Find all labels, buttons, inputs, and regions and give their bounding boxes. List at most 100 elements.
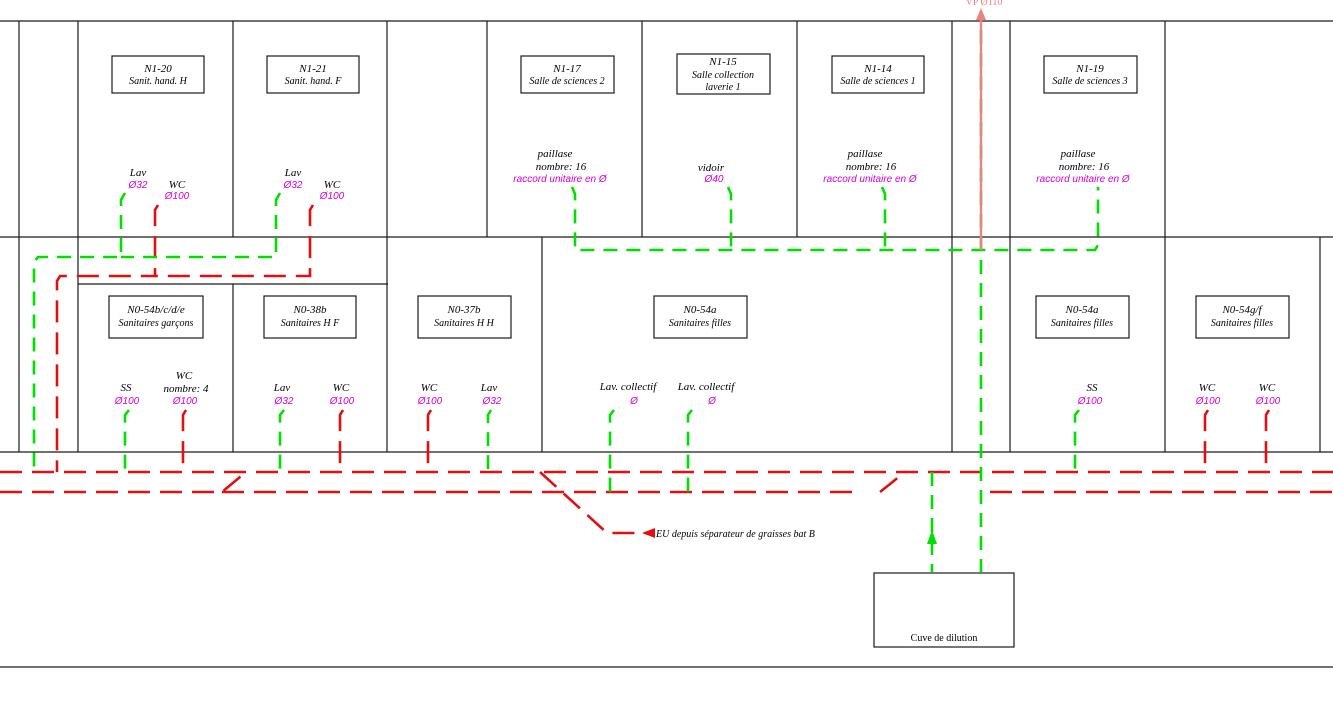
fixture-diameter: Ø40: [704, 174, 724, 185]
fixture-diameter: Ø32: [283, 180, 303, 191]
fixture-wc-n1-20: WC Ø100: [164, 179, 190, 202]
fixture-label: Lav: [129, 167, 147, 179]
fixture-count: nombre: 16: [536, 161, 587, 173]
room-name: Sanitaires H H: [434, 318, 494, 329]
fixture-paillase-n1-17: paillase nombre: 16 raccord unitaire en …: [513, 148, 608, 185]
room-name: Salle de sciences 1: [840, 76, 915, 87]
room-name: Sanitaires garçons: [119, 318, 194, 329]
fixture-wc-n0-54bcde: WC nombre: 4 Ø100: [163, 370, 209, 407]
room-n1-15: N1-15 Salle collection laverie 1: [676, 53, 771, 95]
room-n1-20: N1-20 Sanit. hand. H: [111, 55, 205, 94]
lab-drain-pipes: [32, 30, 1100, 572]
fixture-label: WC: [324, 179, 341, 191]
room-n0-54a: N0-54a Sanitaires filles: [653, 295, 748, 339]
room-name: Sanitaires filles: [669, 318, 731, 329]
fixture-lav-collectif-2: Lav. collectif Ø: [677, 381, 737, 407]
room-name: Sanitaires filles: [1051, 318, 1113, 329]
room-name: Sanit. hand. F: [285, 76, 343, 87]
room-code: N0-54a: [1065, 304, 1100, 316]
room-name: Sanitaires H F: [281, 318, 340, 329]
fixture-diameter: Ø100: [417, 396, 443, 407]
room-code: N1-15: [708, 56, 737, 68]
fixture-vidoir-n1-15: vidoir Ø40: [698, 162, 725, 185]
arrow-up-icon: [927, 530, 937, 544]
fixture-label: WC: [169, 179, 186, 191]
room-n1-14: N1-14 Salle de sciences 1: [831, 55, 925, 94]
fixture-label: Lav: [284, 167, 302, 179]
fixture-paillase-n1-19: paillase nombre: 16 raccord unitaire en …: [1036, 148, 1131, 185]
fixture-wc-n0-37b: WC Ø100: [417, 382, 443, 407]
arrow-left-icon: [642, 528, 655, 538]
grease-separator-annotation: EU depuis séparateur de graisses bat B: [655, 529, 815, 540]
room-name: Salle de sciences 2: [529, 76, 604, 87]
room-code: N1-17: [552, 63, 581, 75]
room-name-line2: laverie 1: [705, 82, 740, 93]
room-code: N0-54g/f: [1221, 304, 1263, 316]
fixture-diameter: Ø: [707, 396, 717, 407]
room-n1-19: N1-19 Salle de sciences 3: [1043, 55, 1138, 94]
fixture-count: nombre: 4: [163, 383, 209, 395]
fixture-wc-n0-54gf-2: WC Ø100: [1255, 382, 1281, 407]
fixture-diameter: raccord unitaire en Ø: [513, 174, 608, 185]
fixture-ss-n0-54bcde: SS Ø100: [114, 382, 140, 407]
fixture-label: Lav: [273, 382, 291, 394]
fixture-diameter: Ø100: [1077, 396, 1103, 407]
fixture-diameter: raccord unitaire en Ø: [1036, 174, 1131, 185]
room-code: N1-20: [143, 63, 172, 75]
vent-label: VP Ø110: [966, 0, 1003, 8]
wastewater-pipes: [0, 204, 1333, 535]
tank-label: Cuve de dilution: [911, 633, 978, 644]
fixture-ss-n0-54a-2: SS Ø100: [1077, 382, 1103, 407]
fixture-diameter: Ø32: [482, 396, 502, 407]
fixture-count: nombre: 16: [1059, 161, 1110, 173]
room-n0-54gf: N0-54g/f Sanitaires filles: [1195, 295, 1290, 339]
fixture-lav-n0-37b: Lav Ø32: [480, 382, 502, 407]
fixture-lav-n0-38b: Lav Ø32: [273, 382, 294, 407]
fixture-label: vidoir: [698, 162, 725, 174]
fixture-diameter: Ø100: [1255, 396, 1281, 407]
fixture-wc-n1-21: WC Ø100: [319, 179, 345, 202]
fixture-lav-collectif-1: Lav. collectif Ø: [599, 381, 659, 407]
room-n1-17: N1-17 Salle de sciences 2: [520, 55, 615, 94]
fixture-label: WC: [1199, 382, 1216, 394]
room-n0-54a-2: N0-54a Sanitaires filles: [1035, 295, 1130, 339]
fixture-paillase-n1-14: paillase nombre: 16 raccord unitaire en …: [823, 148, 918, 185]
fixture-wc-n0-38b: WC Ø100: [329, 382, 355, 407]
fixture-diameter: Ø32: [128, 180, 148, 191]
fixture-label: SS: [121, 382, 133, 394]
fixture-diameter: Ø100: [319, 191, 345, 202]
fixture-label: paillase: [537, 148, 573, 160]
fixture-label: Lav. collectif: [599, 381, 659, 393]
room-n0-54bcde: N0-54b/c/d/e Sanitaires garçons: [108, 295, 204, 339]
fixture-label: WC: [421, 382, 438, 394]
room-name: Sanitaires filles: [1211, 318, 1273, 329]
fixture-diameter: Ø100: [172, 396, 198, 407]
room-n0-37b: N0-37b Sanitaires H H: [417, 295, 512, 339]
fixture-diameter: raccord unitaire en Ø: [823, 174, 918, 185]
room-name: Salle collection: [692, 70, 754, 81]
fixture-diameter: Ø100: [164, 191, 190, 202]
fixture-wc-n0-54gf-1: WC Ø100: [1195, 382, 1221, 407]
fixture-diameter: Ø: [629, 396, 639, 407]
fixture-label: SS: [1087, 382, 1099, 394]
room-code: N1-21: [298, 63, 327, 75]
room-code: N0-38b: [293, 304, 328, 316]
fixture-diameter: Ø32: [274, 396, 294, 407]
fixture-diameter: Ø100: [329, 396, 355, 407]
dilution-tank: Cuve de dilution: [873, 572, 1015, 648]
room-code: N0-37b: [447, 304, 482, 316]
vent-arrow-icon: [976, 8, 986, 20]
fixture-label: Lav. collectif: [677, 381, 737, 393]
fixture-label: paillase: [847, 148, 883, 160]
room-code: N0-54a: [683, 304, 718, 316]
fixture-label: WC: [176, 370, 193, 382]
fixture-label: paillase: [1060, 148, 1096, 160]
room-name: Sanit. hand. H: [129, 76, 188, 87]
room-name: Salle de sciences 3: [1052, 76, 1127, 87]
room-n0-38b: N0-38b Sanitaires H F: [263, 295, 357, 339]
fixture-label: WC: [1259, 382, 1276, 394]
fixture-count: nombre: 16: [846, 161, 897, 173]
room-n1-21: N1-21 Sanit. hand. F: [266, 55, 360, 94]
fixture-label: Lav: [480, 382, 498, 394]
